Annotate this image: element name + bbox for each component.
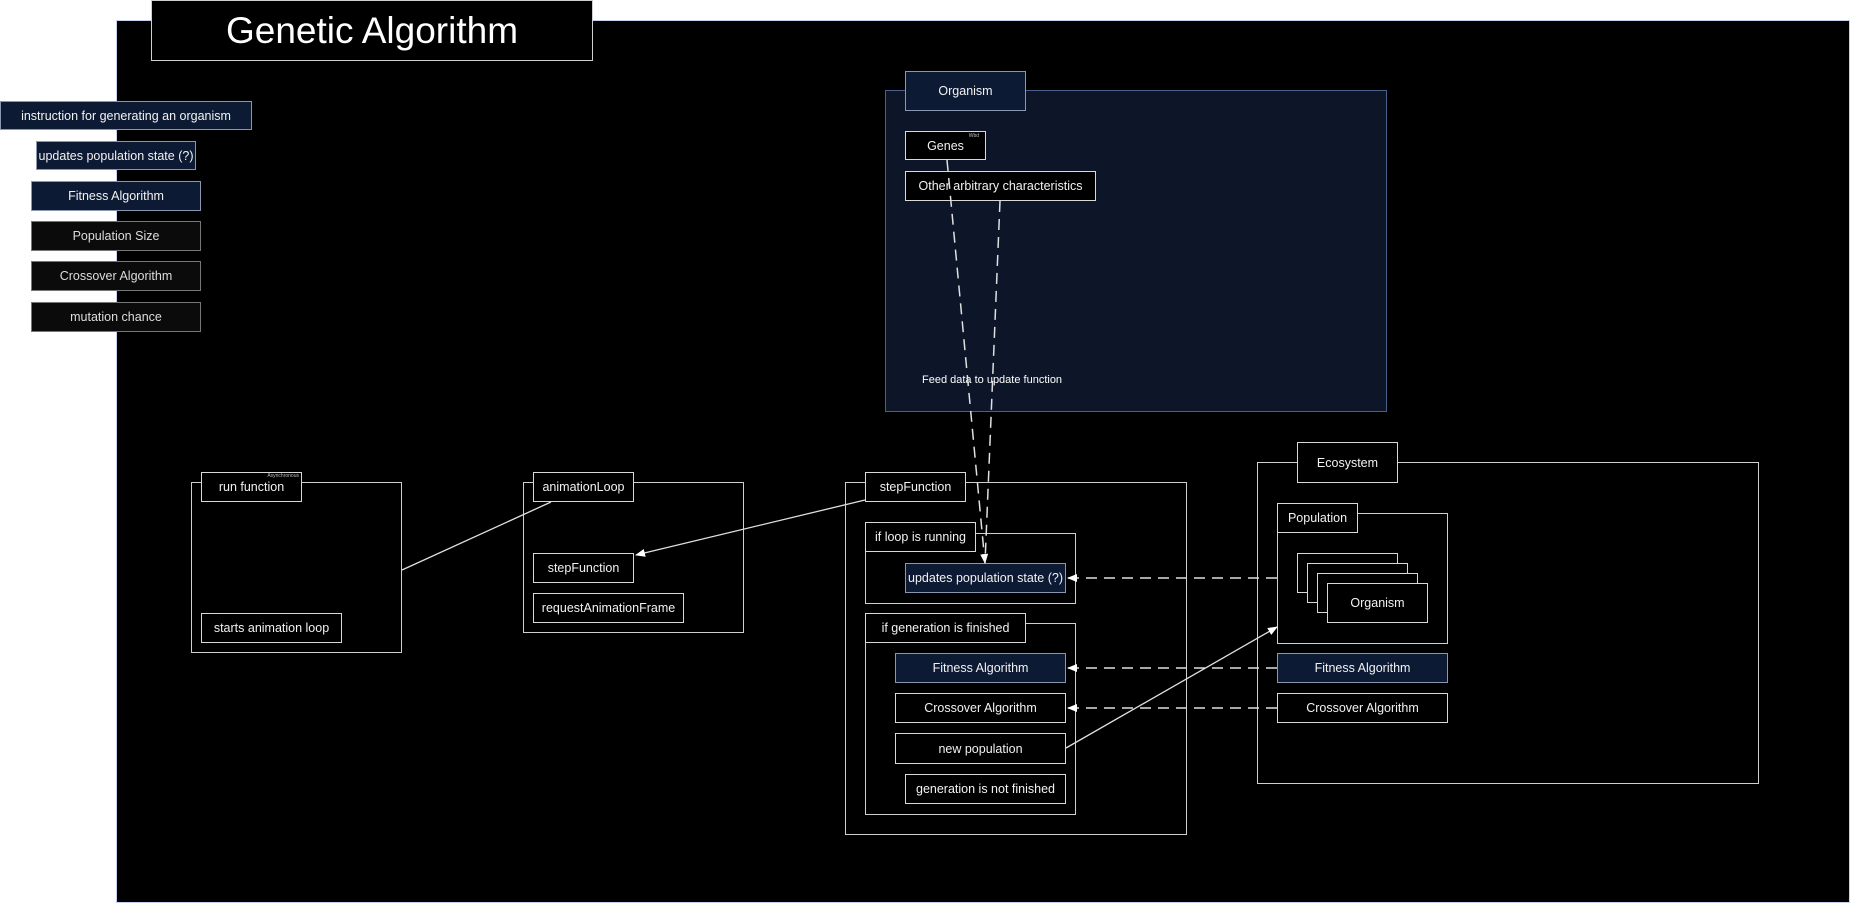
animation-loop-label[interactable]: animationLoop: [533, 472, 634, 502]
if-finished-label[interactable]: if generation is finished: [865, 613, 1026, 643]
legend-crossover-algorithm[interactable]: Crossover Algorithm: [31, 261, 201, 291]
eco-fitness-algorithm-box[interactable]: Fitness Algorithm: [1277, 653, 1448, 683]
step-crossover-algorithm-box[interactable]: Crossover Algorithm: [895, 693, 1066, 723]
request-animation-frame-box[interactable]: requestAnimationFrame: [533, 593, 684, 623]
anim-step-function-box[interactable]: stepFunction: [533, 553, 634, 583]
population-label[interactable]: Population: [1277, 503, 1358, 533]
ecosystem-organism-box[interactable]: Organism: [1327, 583, 1428, 623]
if-running-label[interactable]: if loop is running: [865, 522, 976, 552]
legend-fitness-algorithm[interactable]: Fitness Algorithm: [31, 181, 201, 211]
ecosystem-label[interactable]: Ecosystem: [1297, 442, 1398, 483]
ecosystem-container[interactable]: [1257, 462, 1759, 784]
run-function-text: run function: [218, 480, 285, 494]
generation-not-finished-box[interactable]: generation is not finished: [905, 774, 1066, 804]
step-function-label[interactable]: stepFunction: [865, 472, 966, 502]
legend-instruction[interactable]: instruction for generating an organism: [0, 101, 252, 130]
legend-mutation-chance[interactable]: mutation chance: [31, 302, 201, 332]
diagram-title: Genetic Algorithm: [151, 0, 593, 61]
genes-tag: Wbd: [968, 133, 979, 139]
run-function-label[interactable]: run function Asynchronous: [201, 472, 302, 502]
starts-animation-loop-box[interactable]: starts animation loop: [201, 613, 342, 643]
genes-box[interactable]: Genes Wbd: [905, 131, 986, 160]
step-fitness-algorithm-box[interactable]: Fitness Algorithm: [895, 653, 1066, 683]
legend-population-size[interactable]: Population Size: [31, 221, 201, 251]
step-updates-population-box[interactable]: updates population state (?): [905, 563, 1066, 593]
run-function-tag: Asynchronous: [267, 473, 299, 479]
feed-data-label: Feed data to update function: [922, 374, 1063, 386]
legend-updates-population[interactable]: updates population state (?): [36, 141, 196, 170]
population-container[interactable]: [1277, 513, 1448, 644]
eco-crossover-algorithm-box[interactable]: Crossover Algorithm: [1277, 693, 1448, 723]
organism-label[interactable]: Organism: [905, 71, 1026, 111]
genes-label: Genes: [927, 138, 964, 153]
other-characteristics-box[interactable]: Other arbitrary characteristics: [905, 171, 1096, 201]
new-population-box[interactable]: new population: [895, 733, 1066, 764]
